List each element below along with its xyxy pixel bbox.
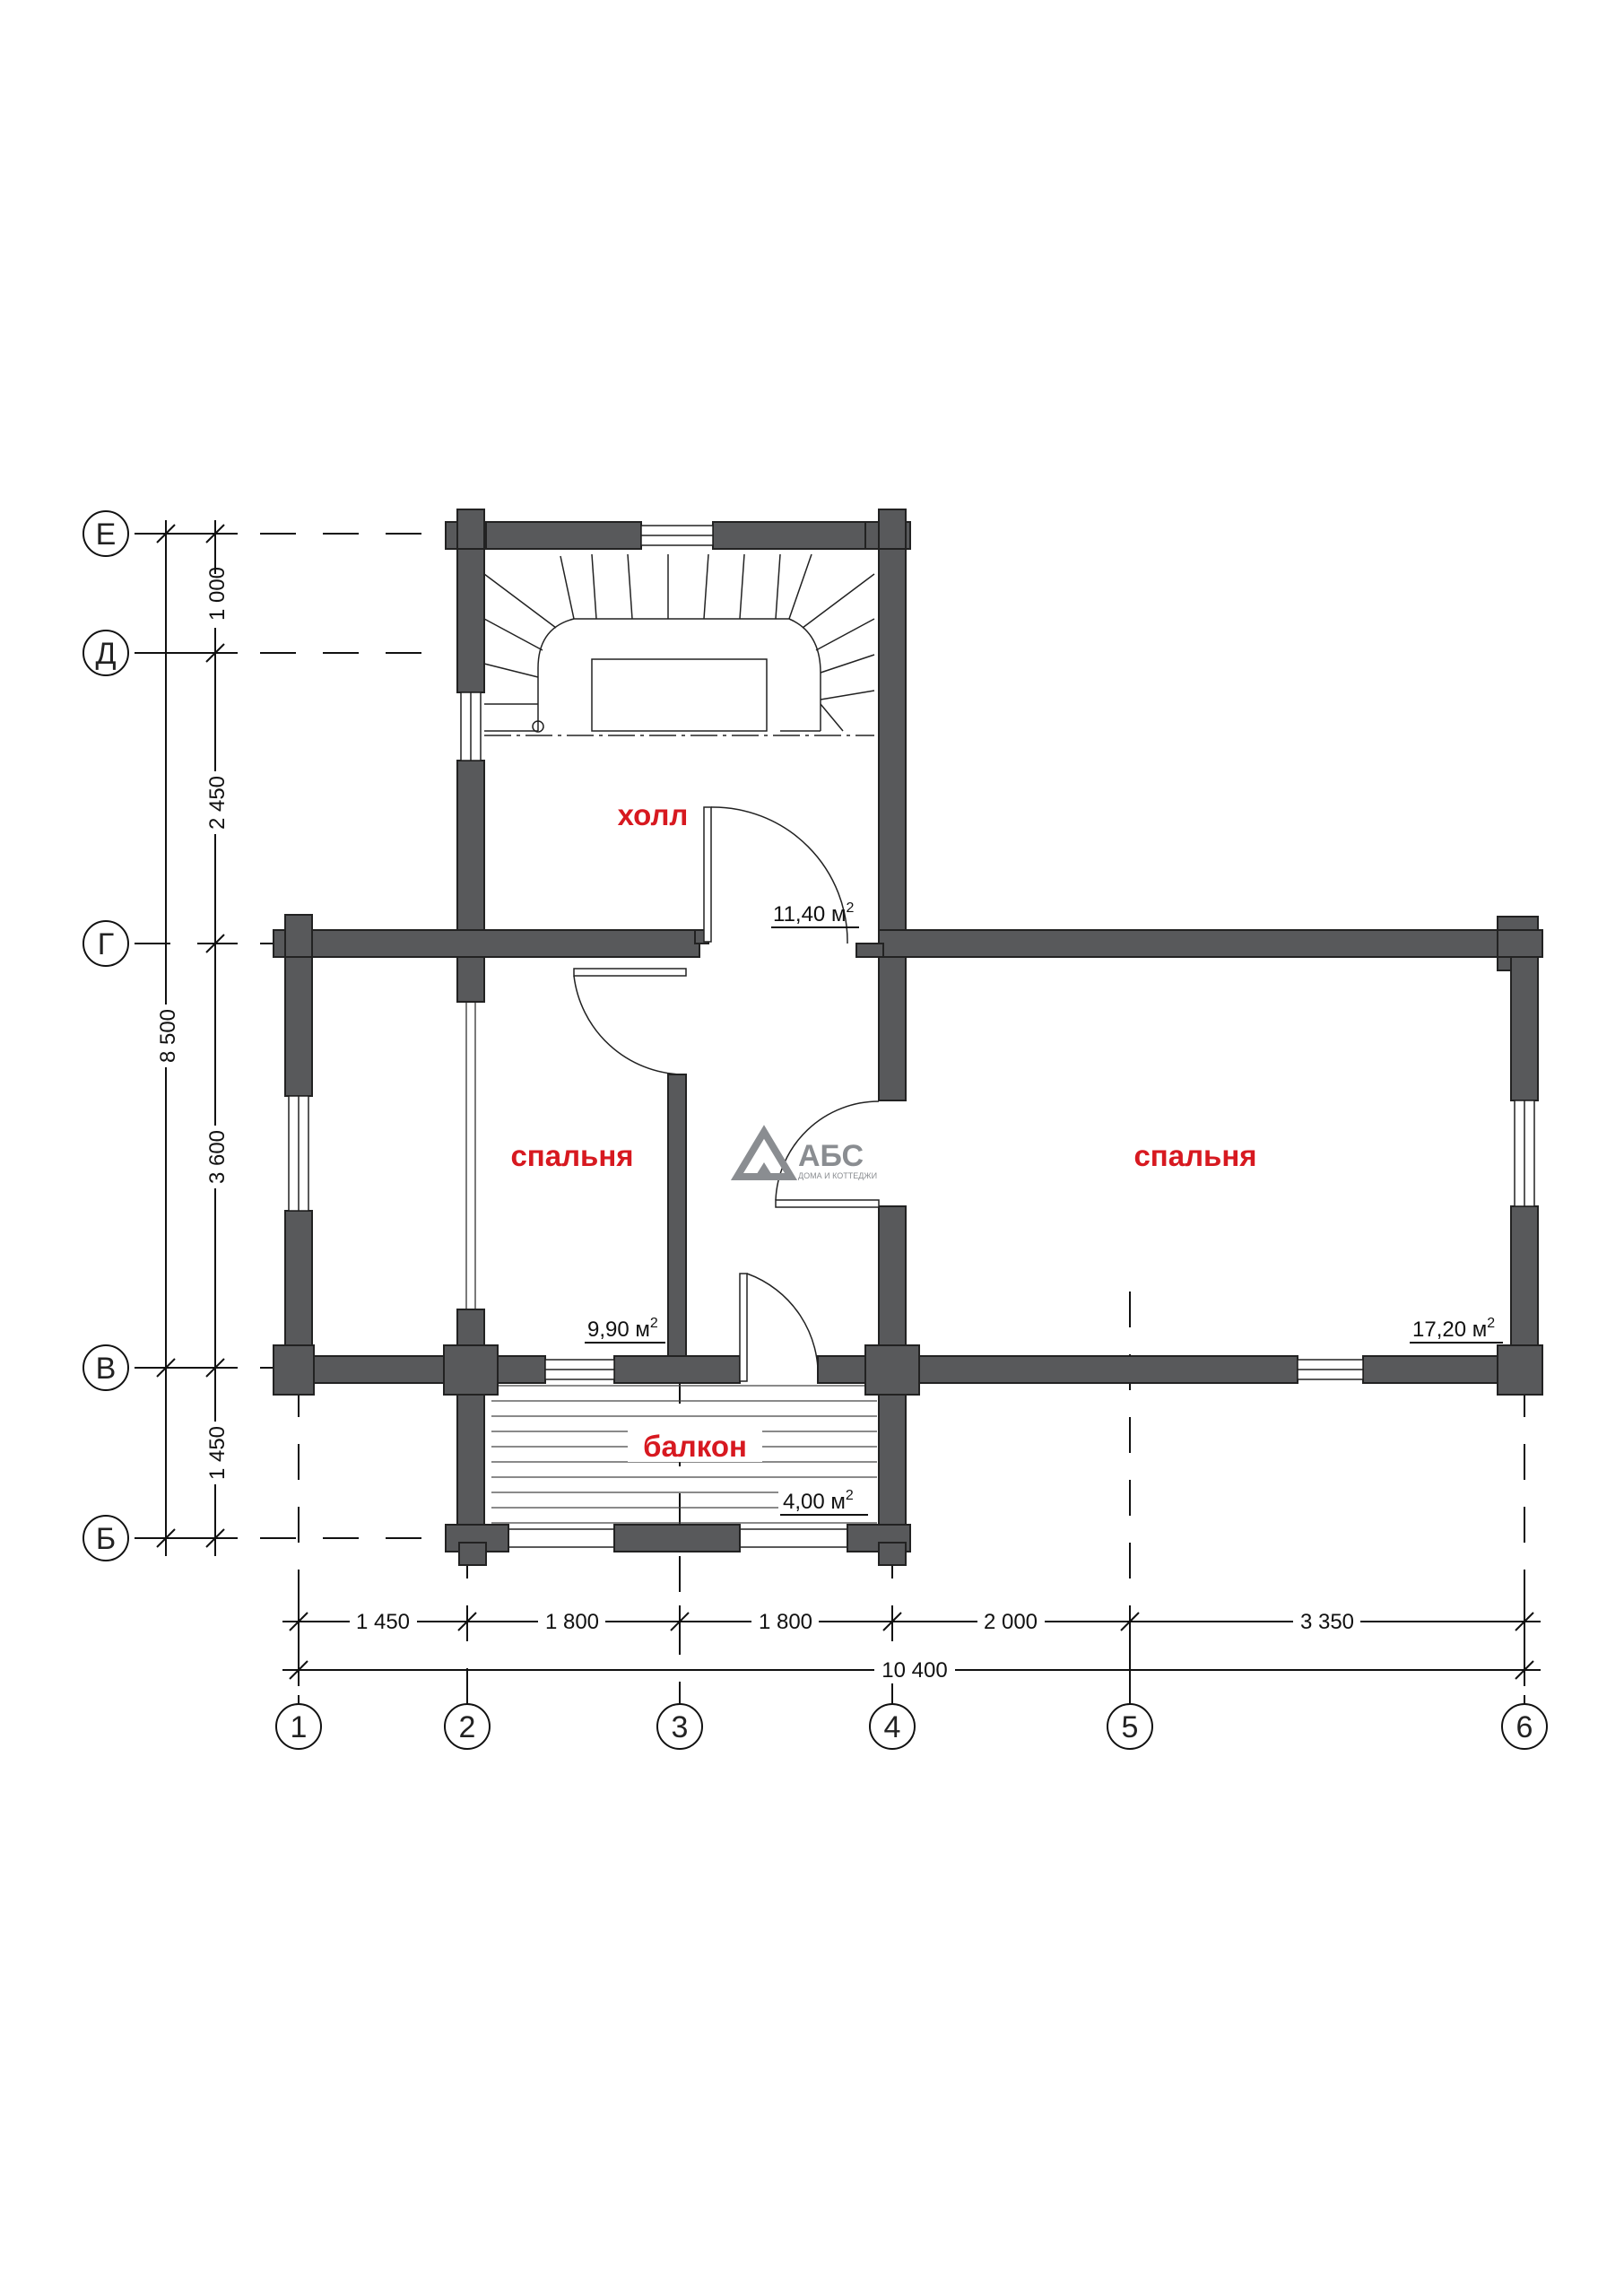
horizontal-dimensions: 1 450 1 800 1 800 2 000 3 350 10 400 <box>350 1608 1360 1683</box>
room-name-hall: холл <box>618 798 689 831</box>
dim-vertical-2: 2 450 <box>205 776 230 830</box>
glass-partition <box>465 1002 476 1309</box>
svg-text:2: 2 <box>459 1710 476 1744</box>
balcony-railing <box>508 1528 847 1548</box>
room-name-right-bedroom: спальня <box>1133 1139 1256 1172</box>
svg-text:В: В <box>96 1352 117 1386</box>
axis-marker-row-g: Г <box>83 920 129 967</box>
svg-text:Г: Г <box>98 927 114 961</box>
door-left-bedroom-leaf[interactable] <box>573 968 687 977</box>
axis-marker-col-4: 4 <box>869 1703 916 1750</box>
windows <box>288 525 1535 1380</box>
vertical-dimensions: 1 000 2 450 3 600 1 450 8 500 <box>152 567 230 1484</box>
axis-marker-col-1: 1 <box>275 1703 322 1750</box>
dim-vertical-3: 3 600 <box>205 1130 230 1184</box>
room-area-hall: 11,40 м2 <box>773 900 854 926</box>
svg-text:1: 1 <box>291 1710 308 1744</box>
dim-horizontal-5: 3 350 <box>1300 1610 1354 1634</box>
dim-vertical-1: 1 000 <box>205 567 230 621</box>
axis-marker-col-6: 6 <box>1501 1703 1548 1750</box>
door-right-bedroom-leaf[interactable] <box>775 1199 880 1208</box>
room-area-right-bedroom: 17,20 м2 <box>1412 1316 1495 1342</box>
axis-marker-row-b: Б <box>83 1515 129 1561</box>
axis-marker-col-2: 2 <box>444 1703 491 1750</box>
room-name-balcony: балкон <box>643 1430 747 1463</box>
svg-text:Е: Е <box>96 517 117 552</box>
room-area-balcony: 4,00 м2 <box>783 1488 854 1514</box>
dim-horizontal-3: 1 800 <box>759 1610 812 1634</box>
svg-text:5: 5 <box>1122 1710 1139 1744</box>
logo-subtitle: ДОМА И КОТТЕДЖИ <box>798 1171 877 1180</box>
company-logo: АБС ДОМА И КОТТЕДЖИ <box>730 1125 877 1180</box>
staircase <box>483 553 875 736</box>
svg-text:Д: Д <box>95 637 116 671</box>
dim-vertical-total: 8 500 <box>156 1009 180 1063</box>
dim-horizontal-total: 10 400 <box>881 1658 947 1683</box>
dim-horizontal-2: 1 800 <box>545 1610 599 1634</box>
room-labels: холл 11,40 м2 спальня 9,90 м2 спальня 17… <box>510 798 1503 1516</box>
axis-marker-row-d: Д <box>83 630 129 676</box>
svg-text:Б: Б <box>96 1522 116 1556</box>
doors <box>573 806 880 1382</box>
dim-horizontal-4: 2 000 <box>984 1610 1038 1634</box>
door-hall-leaf[interactable] <box>703 806 712 943</box>
dim-vertical-4: 1 450 <box>205 1426 230 1480</box>
column-axis-markers: 1 2 3 4 5 6 <box>275 1703 1548 1750</box>
svg-text:6: 6 <box>1516 1710 1533 1744</box>
dim-horizontal-1: 1 450 <box>356 1610 410 1634</box>
axis-marker-col-3: 3 <box>656 1703 703 1750</box>
room-name-left-bedroom: спальня <box>510 1139 633 1172</box>
logo-title: АБС <box>798 1139 864 1173</box>
axis-marker-col-5: 5 <box>1107 1703 1153 1750</box>
svg-text:3: 3 <box>672 1710 689 1744</box>
door-balcony-leaf[interactable] <box>739 1273 748 1382</box>
axis-marker-row-v: В <box>83 1344 129 1391</box>
walls <box>273 509 1543 1566</box>
axis-marker-row-e: Е <box>83 510 129 557</box>
svg-text:4: 4 <box>884 1710 901 1744</box>
room-area-left-bedroom: 9,90 м2 <box>587 1316 658 1342</box>
row-axis-markers: Е Д Г В Б <box>83 510 129 1561</box>
